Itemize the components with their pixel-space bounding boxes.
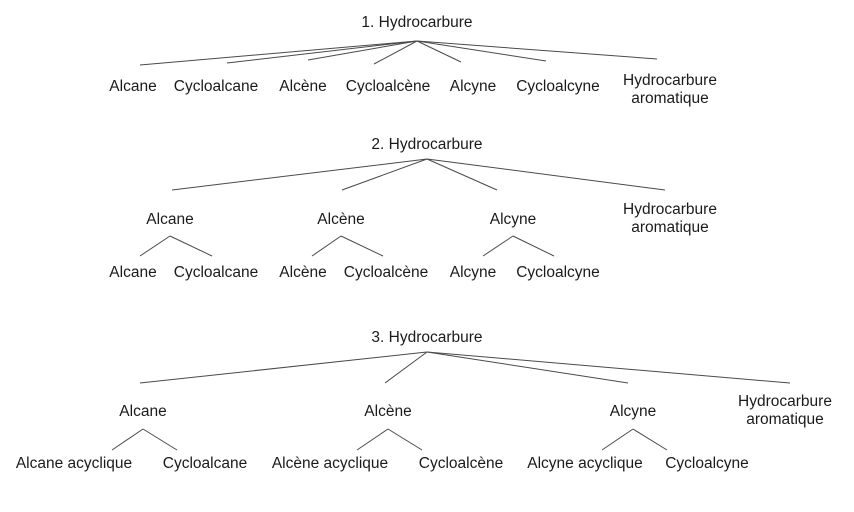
tree-1-node-7-label-line2: aromatique [631, 90, 709, 107]
tree-2-leaf-3-1-label: Alcyne [450, 264, 497, 281]
tree-2-node-1-label: Alcane [146, 211, 193, 228]
tree-3-node-3-leg-2 [632, 428, 668, 451]
tree-3-leaf-3-1-label: Alcyne acyclique [527, 455, 642, 472]
tree-2-branch-4 [426, 158, 666, 191]
tree-2-branch-3 [426, 158, 498, 191]
tree-2-root-label: 2. Hydrocarbure [371, 136, 482, 153]
tree-1-node-1-label: Alcane [109, 78, 156, 95]
tree-2-branch-2 [341, 158, 428, 191]
tree-1-branch-1 [139, 40, 418, 66]
tree-2-node-4-label-line1: Hydrocarbure [623, 201, 717, 218]
tree-3-node-1-label: Alcane [119, 403, 166, 420]
tree-3-branch-2 [384, 351, 428, 384]
tree-3-branch-1 [139, 351, 428, 384]
tree-1-branch-5 [416, 40, 462, 63]
tree-2-node-1-leg-2 [169, 235, 213, 257]
tree-2-node-1-leg-1 [139, 235, 171, 257]
tree-3-leaf-1-1-label: Alcane acyclique [16, 455, 132, 472]
tree-1-branch-6 [416, 40, 547, 62]
tree-2-node-4-label-line2: aromatique [631, 219, 709, 236]
tree-2-node-3-leg-2 [512, 235, 555, 257]
tree-2-node-2-leg-2 [340, 235, 384, 257]
tree-3-node-1-leg-2 [142, 428, 178, 451]
tree-3-leaf-2-2-label: Cycloalcène [419, 455, 503, 472]
tree-3-node-4-label-line2: aromatique [746, 411, 824, 428]
tree-3-branch-4 [426, 351, 791, 384]
tree-3-root-label: 3. Hydrocarbure [371, 329, 482, 346]
tree-2-node-2-label: Alcène [317, 211, 364, 228]
tree-1-root-label: 1. Hydrocarbure [361, 14, 472, 31]
tree-1-node-2-label: Cycloalcane [174, 78, 258, 95]
tree-3-leaf-3-2-label: Cycloalcyne [665, 455, 749, 472]
tree-3-node-2-label: Alcène [364, 403, 411, 420]
tree-3-node-2-leg-1 [356, 428, 389, 451]
tree-2-leaf-2-1-label: Alcène [279, 264, 326, 281]
tree-3-leaf-2-1-label: Alcène acyclique [272, 455, 388, 472]
tree-1-node-7-label-line1: Hydrocarbure [623, 72, 717, 89]
tree-3-node-2-leg-2 [387, 428, 423, 451]
tree-2-node-3-label: Alcyne [490, 211, 537, 228]
tree-2-node-2-leg-1 [311, 235, 342, 257]
tree-1-node-6-label: Cycloalcyne [516, 78, 600, 95]
tree-2-leaf-1-2-label: Cycloalcane [174, 264, 258, 281]
tree-1-node-3-label: Alcène [279, 78, 326, 95]
tree-3-node-3-leg-1 [601, 428, 634, 451]
tree-3-branch-3 [426, 351, 629, 384]
tree-1-branch-7 [416, 40, 658, 60]
tree-2-leaf-1-1-label: Alcane [109, 264, 156, 281]
tree-3-leaf-1-2-label: Cycloalcane [163, 455, 247, 472]
tree-1-branch-4 [373, 40, 418, 65]
tree-1-node-5-label: Alcyne [450, 78, 497, 95]
tree-1-branch-3 [307, 40, 418, 61]
tree-2-leaf-3-2-label: Cycloalcyne [516, 264, 600, 281]
tree-3-node-1-leg-1 [111, 428, 144, 451]
tree-3-node-4-label-line1: Hydrocarbure [738, 393, 832, 410]
tree-3-node-3-label: Alcyne [610, 403, 657, 420]
tree-2-branch-1 [171, 158, 428, 191]
tree-2-node-3-leg-1 [482, 235, 514, 257]
tree-1-branch-2 [226, 40, 418, 64]
tree-1-node-4-label: Cycloalcène [346, 78, 430, 95]
tree-2-leaf-2-2-label: Cycloalcène [344, 264, 428, 281]
